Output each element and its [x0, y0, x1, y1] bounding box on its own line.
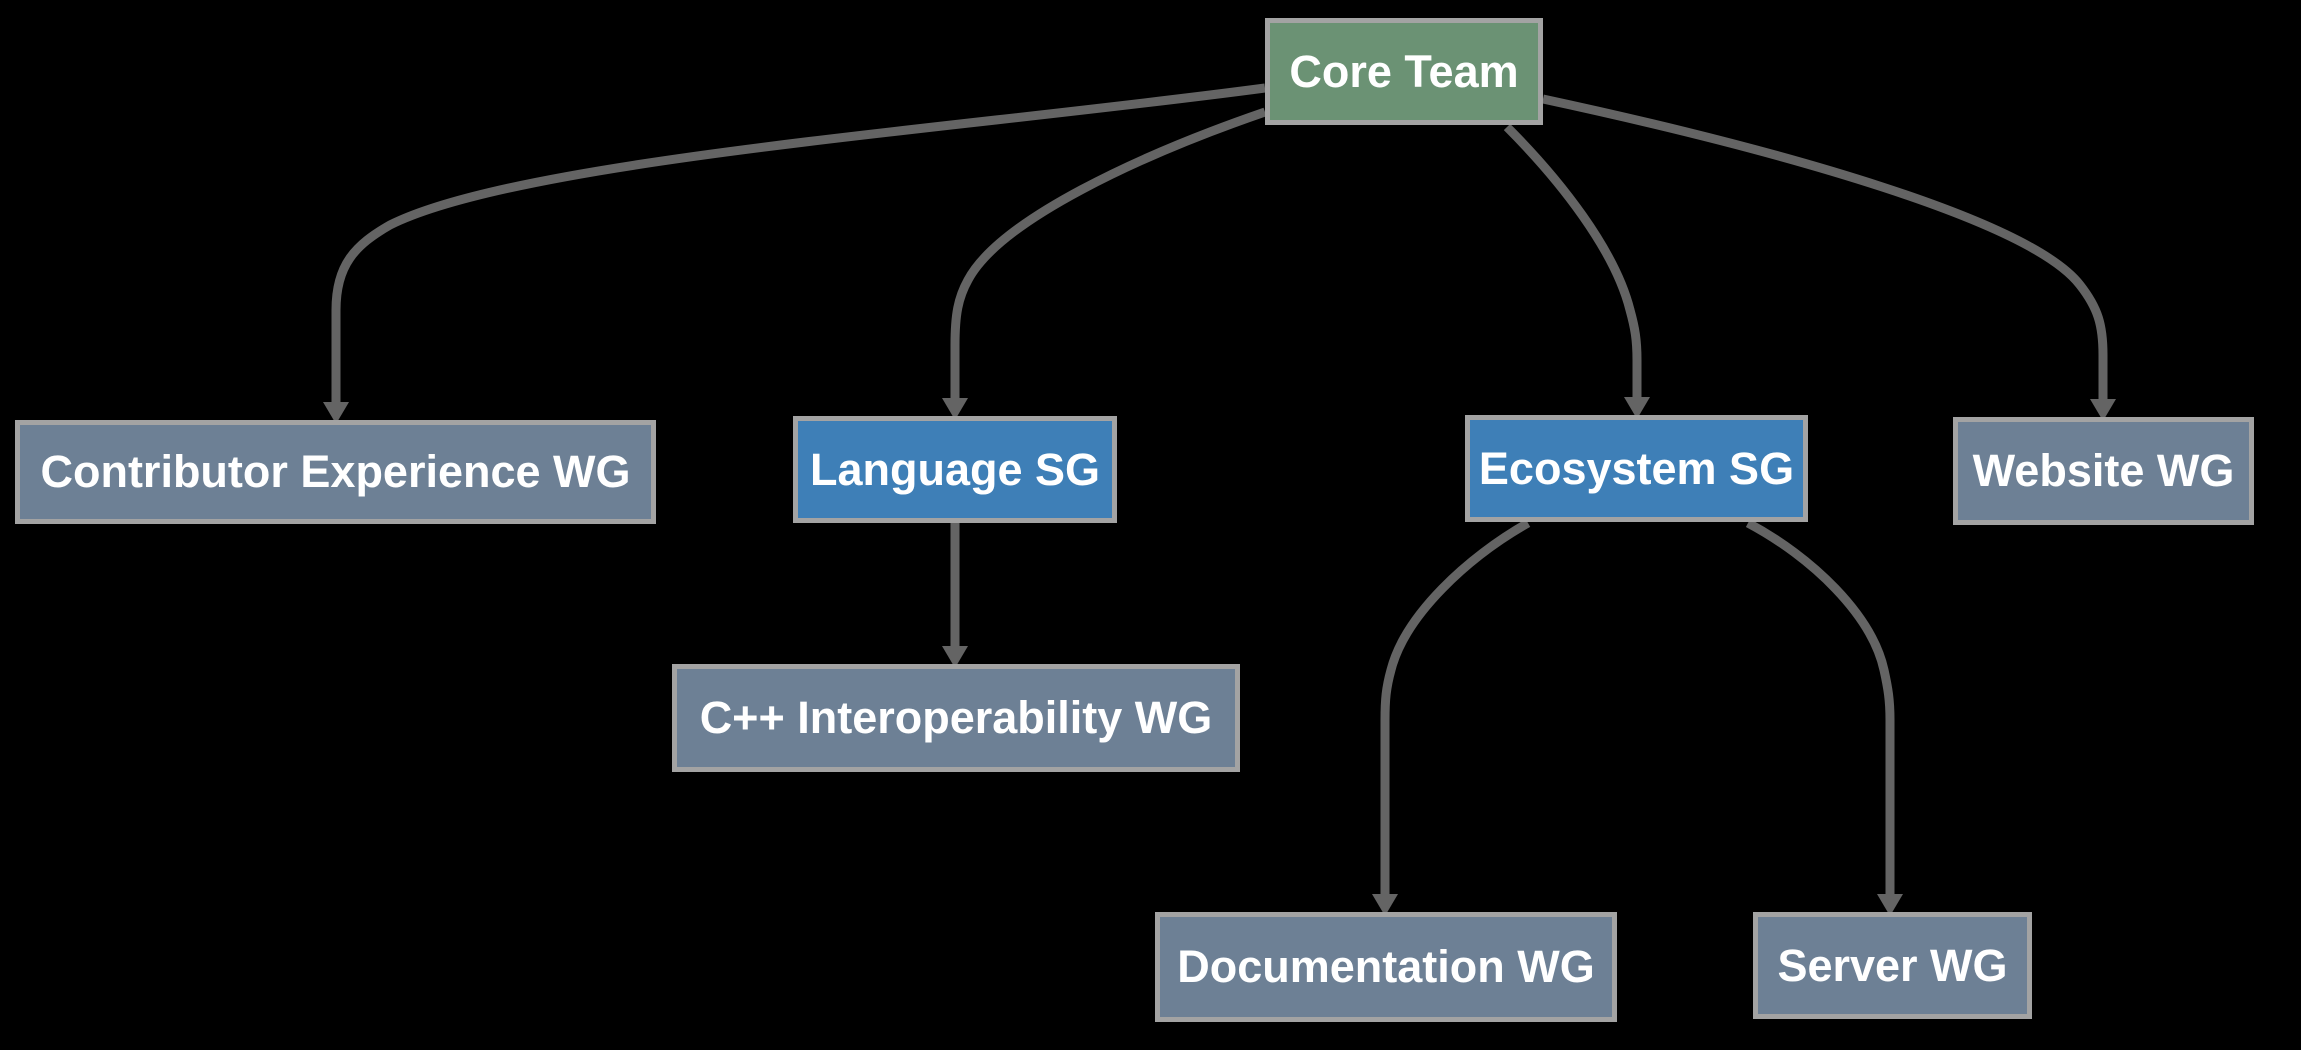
arrowhead-server-wg	[1877, 894, 1903, 916]
node-language-sg: Language SG	[793, 416, 1117, 523]
edge-ecosystem-sg-to-server-wg	[1745, 519, 1895, 894]
node-core-team: Core Team	[1265, 18, 1543, 125]
node-website-wg-label: Website WG	[1972, 445, 2235, 496]
edge-core-team-to-language-sg	[950, 107, 1267, 398]
edge-core-team-to-ecosystem-sg	[1503, 123, 1642, 397]
node-server-wg-label: Server WG	[1777, 939, 2008, 991]
node-documentation-wg: Documentation WG	[1155, 912, 1617, 1022]
arrowhead-documentation-wg	[1372, 894, 1398, 916]
node-language-sg-label: Language SG	[809, 443, 1101, 495]
arrowhead-contributor-experience-wg	[323, 402, 349, 424]
arrowhead-website-wg	[2090, 399, 2116, 421]
arrowhead-cpp-interoperability-wg	[942, 646, 968, 668]
arrowhead-language-sg	[942, 398, 968, 420]
arrowhead-ecosystem-sg	[1624, 397, 1650, 419]
node-contributor-experience-wg-label: Contributor Experience WG	[40, 446, 631, 497]
node-contributor-experience-wg: Contributor Experience WG	[15, 420, 656, 524]
node-website-wg: Website WG	[1953, 417, 2254, 525]
edge-ecosystem-sg-to-documentation-wg	[1380, 519, 1531, 894]
edge-core-team-to-contributor-experience-wg	[331, 83, 1266, 402]
node-cpp-interoperability-wg: C++ Interoperability WG	[672, 664, 1240, 772]
node-server-wg: Server WG	[1753, 912, 2032, 1019]
node-ecosystem-sg-label: Ecosystem SG	[1478, 442, 1795, 494]
node-cpp-interoperability-wg-label: C++ Interoperability WG	[699, 692, 1213, 743]
edge-core-team-to-website-wg	[1542, 94, 2108, 399]
node-documentation-wg-label: Documentation WG	[1177, 941, 1595, 992]
node-core-team-label: Core Team	[1289, 45, 1519, 97]
node-ecosystem-sg: Ecosystem SG	[1465, 415, 1808, 522]
